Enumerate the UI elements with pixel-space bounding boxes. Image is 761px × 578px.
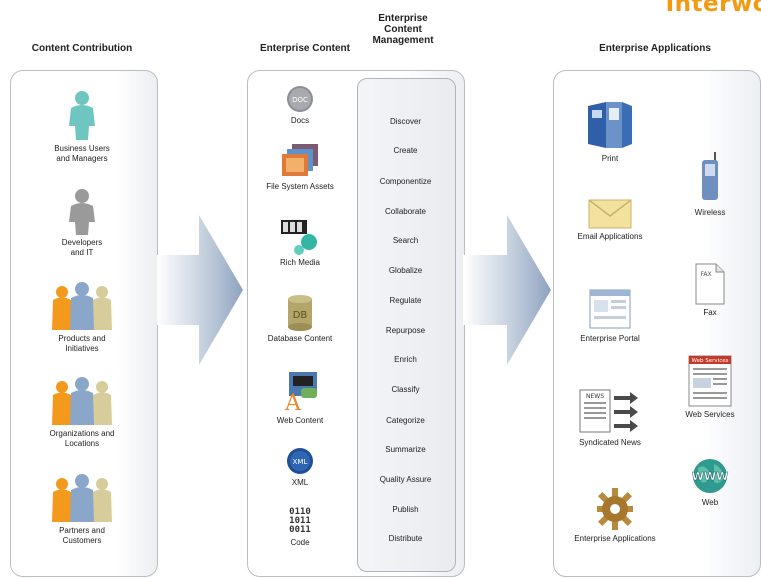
app-label: Enterprise Applications — [574, 534, 656, 543]
app-label: Email Applications — [577, 232, 643, 241]
flow-arrow-right — [463, 215, 551, 365]
ecm-item: Search — [392, 236, 419, 245]
people-group-icon — [52, 282, 112, 330]
app-item: Web Services Web Services — [670, 354, 750, 420]
folders-icon — [282, 144, 318, 176]
content-item: File System Assets — [250, 142, 350, 192]
globe-www-icon: WWW — [692, 459, 728, 493]
ecm-item: Create — [393, 146, 418, 155]
ecm-item: Enrich — [394, 355, 417, 364]
contribution-label: Developers and IT — [61, 238, 103, 257]
ecm-item: Globalize — [388, 266, 423, 275]
content-label: Rich Media — [279, 258, 320, 267]
header-enterprise-content: Enterprise Content — [259, 43, 350, 54]
content-item: 0110 1011 0011 Code — [250, 508, 350, 548]
app-item: Wireless — [675, 150, 745, 218]
header-enterprise-applications: Enterprise Applications — [599, 43, 711, 54]
app-label: Print — [601, 154, 619, 163]
contribution-label: Organizations and Locations — [49, 429, 115, 448]
contribution-item: Business Users and Managers — [28, 90, 136, 164]
content-item: XML XML — [250, 446, 350, 488]
content-item: DOC Docs — [250, 84, 350, 126]
header-content-contribution: Content Contribution — [31, 43, 133, 54]
web-content-icon: A — [284, 372, 317, 414]
news-icon-text: NEWS — [586, 393, 604, 400]
contribution-label: Business Users and Managers — [54, 144, 110, 163]
content-label: Database Content — [267, 334, 333, 343]
code-binary-icon: 0110 1011 0011 — [289, 507, 311, 535]
contribution-item: Developers and IT — [28, 188, 136, 258]
ecm-item: Distribute — [388, 534, 423, 543]
content-label: Docs — [290, 116, 310, 125]
news-icon: NEWS — [579, 389, 638, 433]
contribution-label: Partners and Customers — [59, 526, 105, 545]
film-media-icon — [281, 220, 317, 255]
fax-icon-text: FAX — [700, 271, 711, 278]
print-brochure-icon — [588, 102, 632, 148]
app-label: Web Services — [685, 410, 735, 419]
fax-page-icon: FAX — [695, 263, 725, 305]
ecm-item: Componentize — [379, 177, 432, 186]
content-item: DB Database Content — [250, 294, 350, 344]
contribution-item: Partners and Customers — [28, 472, 136, 546]
ecm-item: Repurpose — [385, 326, 426, 335]
docs-icon-text: DOC — [292, 96, 308, 104]
app-label: Syndicated News — [579, 438, 641, 447]
ecm-item: Collaborate — [385, 207, 426, 216]
mobile-phone-icon — [702, 152, 718, 200]
corner-title: Interwo — [665, 0, 761, 17]
database-icon: DB — [288, 295, 312, 331]
envelope-icon — [588, 199, 632, 229]
app-item: Enterprise Portal — [560, 288, 660, 344]
web-services-icon: Web Services — [688, 355, 732, 407]
ecm-list: Discover Create Componentize Collaborate… — [357, 78, 454, 570]
content-label: Web Content — [276, 416, 324, 425]
app-item: Enterprise Applications — [560, 486, 670, 544]
docs-disc-icon: DOC — [287, 86, 313, 112]
person-icon — [69, 91, 95, 140]
people-group-icon — [52, 377, 112, 425]
app-item: NEWS Syndicated News — [560, 386, 660, 448]
www-icon-text: WWW — [692, 470, 728, 483]
app-item: Print — [565, 100, 655, 164]
ecm-item: Categorize — [386, 416, 425, 425]
portal-window-icon — [589, 289, 631, 329]
app-label: Web — [701, 498, 719, 507]
web-services-icon-text: Web Services — [692, 358, 729, 364]
ecm-item: Quality Assure — [379, 475, 432, 484]
enterprise-applications-panel — [553, 70, 761, 577]
contribution-label: Products and Initiatives — [58, 334, 106, 353]
xml-disc-icon: XML — [287, 448, 313, 474]
content-label: Code — [290, 538, 310, 547]
app-item: Email Applications — [560, 196, 660, 242]
ecm-item: Classify — [391, 385, 420, 394]
ecm-item: Publish — [392, 505, 419, 514]
app-item: WWW Web — [675, 456, 745, 508]
app-label: Enterprise Portal — [580, 334, 640, 343]
header-ecm: Enterprise Content Management — [372, 13, 434, 46]
ecm-item: Summarize — [385, 445, 426, 454]
app-label: Wireless — [694, 208, 726, 217]
app-item: FAX Fax — [675, 262, 745, 318]
content-item: Rich Media — [250, 218, 350, 268]
flow-arrow-left — [157, 215, 243, 365]
contribution-item: Products and Initiatives — [28, 280, 136, 354]
content-label: File System Assets — [266, 182, 334, 191]
contribution-item: Organizations and Locations — [28, 375, 136, 449]
app-label: Fax — [703, 308, 717, 317]
ecm-item: Discover — [389, 117, 422, 126]
db-icon-text: DB — [293, 310, 308, 321]
ecm-item: Regulate — [389, 296, 422, 305]
content-item: A Web Content — [250, 370, 350, 426]
svg-text:A: A — [284, 391, 302, 414]
gear-icon — [597, 488, 633, 530]
content-label: XML — [291, 478, 309, 487]
xml-icon-text: XML — [293, 458, 308, 466]
ecm-subpanel — [357, 78, 456, 572]
person-icon — [69, 189, 95, 235]
people-group-icon — [52, 474, 112, 522]
